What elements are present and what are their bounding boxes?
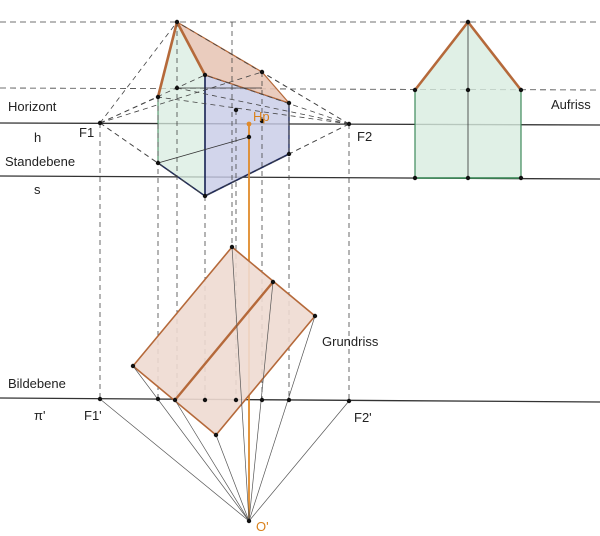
- label-f2-prime: F2': [354, 410, 372, 425]
- label-f1: F1: [79, 125, 94, 140]
- label-f2: F2: [357, 129, 372, 144]
- perspective-house: [156, 20, 291, 197]
- roof-ridge-edge: [156, 21, 179, 98]
- elevation-roof-right: [466, 21, 523, 91]
- sight-rays: [99, 246, 350, 522]
- label-s: s: [34, 182, 41, 197]
- hidden-middle-line: [157, 136, 250, 164]
- label-o-prime: O': [256, 519, 269, 534]
- roof-ridge-top: [175, 21, 207, 76]
- label-pi: π': [34, 408, 45, 423]
- label-horizont: Horizont: [8, 99, 57, 114]
- label-grundriss: Grundriss: [322, 334, 379, 349]
- label-standebene: Standebene: [5, 154, 75, 169]
- label-f1-prime: F1': [84, 408, 102, 423]
- hp-point: [246, 121, 252, 127]
- label-h: h: [34, 130, 41, 145]
- picture-plane-line: [0, 397, 600, 403]
- construction-points: [97, 19, 524, 524]
- plan-ridge-line: [174, 281, 274, 401]
- label-bildebene: Bildebene: [8, 376, 66, 391]
- ground-plan: [131, 245, 317, 437]
- elevation-roof-left: [413, 21, 470, 91]
- elevation-house: [413, 21, 523, 179]
- label-hp: Hp: [253, 109, 270, 124]
- label-aufriss: Aufriss: [551, 97, 591, 112]
